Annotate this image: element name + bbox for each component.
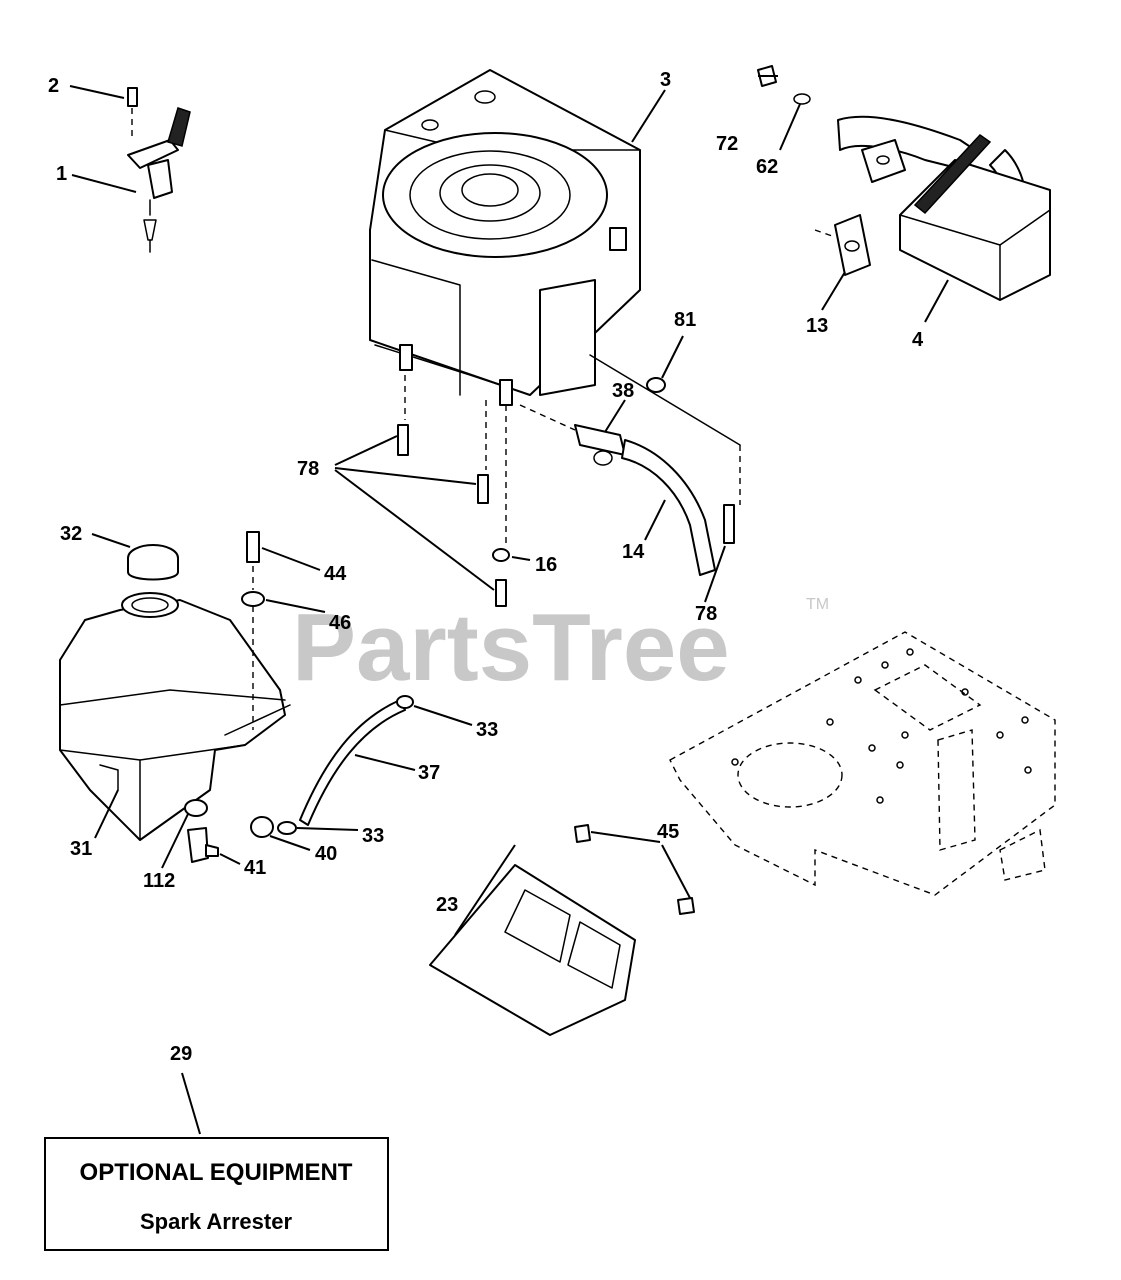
fuel-tank-assembly	[59, 544, 291, 841]
callout-45: 45	[657, 821, 679, 843]
callout-44: 44	[324, 563, 347, 585]
heat-shield-assembly	[429, 824, 695, 1036]
callout-72: 72	[716, 133, 738, 155]
washer-46-shape	[241, 591, 265, 607]
callout-62: 62	[756, 156, 778, 178]
callout-13: 13	[806, 315, 828, 337]
callout-78-left: 78	[297, 458, 319, 480]
optional-equipment-subtitle: Spark Arrester	[140, 1209, 292, 1234]
callout-3: 3	[660, 69, 671, 91]
callout-32: 32	[60, 523, 82, 545]
fitting-40-shape	[250, 816, 274, 838]
frame-shape	[669, 631, 1056, 896]
fuel-tank-31-shape	[59, 599, 286, 841]
throttle-lever-assembly	[127, 87, 191, 253]
fuel-hose-14-shape	[621, 439, 716, 576]
engine-assembly	[369, 69, 741, 446]
engine-mount-bolts	[397, 375, 510, 607]
callout-16: 16	[535, 554, 557, 576]
heat-shield-23-shape	[429, 864, 636, 1036]
muffler-bracket-shape	[913, 134, 992, 215]
optional-equipment-box: OPTIONAL EQUIPMENT Spark Arrester	[44, 1137, 389, 1251]
muffler-body-shape	[899, 159, 1051, 301]
callout-78-right: 78	[695, 603, 717, 625]
callout-4: 4	[912, 329, 924, 351]
callout-numbers: 2 1 3 72 62 13 4 81 38 78 14 16 78 32 44…	[48, 69, 924, 1065]
grommet-112-shape	[184, 799, 208, 817]
callout-46: 46	[329, 612, 351, 634]
engine-blower-housing	[382, 132, 608, 258]
gasket-13-shape	[834, 214, 871, 276]
optional-equipment-frame	[44, 1137, 389, 1251]
optional-equipment-title: OPTIONAL EQUIPMENT	[80, 1159, 353, 1186]
fuel-filter-38-shape	[574, 424, 626, 456]
frame-assembly	[669, 631, 1056, 896]
lever-bracket-shape	[127, 139, 179, 169]
bolt-44-shape	[246, 531, 260, 563]
callout-41: 41	[244, 857, 266, 879]
callout-1: 1	[56, 163, 67, 185]
washer-62-shape	[793, 93, 811, 105]
watermark-text: PartsTree	[292, 594, 730, 701]
callout-40: 40	[315, 843, 337, 865]
callout-2: 2	[48, 75, 59, 97]
muffler-assembly	[757, 65, 1051, 301]
callout-23: 23	[436, 894, 458, 916]
hose-37-shape	[299, 699, 406, 826]
callout-14: 14	[622, 541, 645, 563]
callout-29: 29	[170, 1043, 192, 1065]
valve-41-shape	[187, 827, 209, 863]
tank-bolt-assembly	[241, 531, 265, 730]
nut-81-shape	[646, 377, 666, 393]
leader-lines	[69, 75, 949, 1135]
fuel-line-assembly	[519, 377, 741, 576]
callout-38: 38	[612, 380, 634, 402]
engine-filter-shape	[539, 279, 596, 396]
callout-37: 37	[418, 762, 440, 784]
washer-16-shape	[492, 548, 510, 562]
callout-81: 81	[674, 309, 696, 331]
tank-hose-assembly	[184, 695, 414, 863]
callout-112: 112	[143, 870, 175, 892]
lever-handle-shape	[167, 107, 191, 147]
watermark-trademark: TM	[806, 596, 829, 613]
clamp-33-bottom-shape	[277, 821, 297, 835]
screw-2-shape	[127, 87, 138, 107]
clamp-33-top-shape	[396, 695, 414, 709]
callout-31: 31	[70, 838, 92, 860]
callout-33-bottom: 33	[362, 825, 384, 847]
bolt-78-right-shape	[723, 504, 735, 544]
callout-33-top: 33	[476, 719, 498, 741]
